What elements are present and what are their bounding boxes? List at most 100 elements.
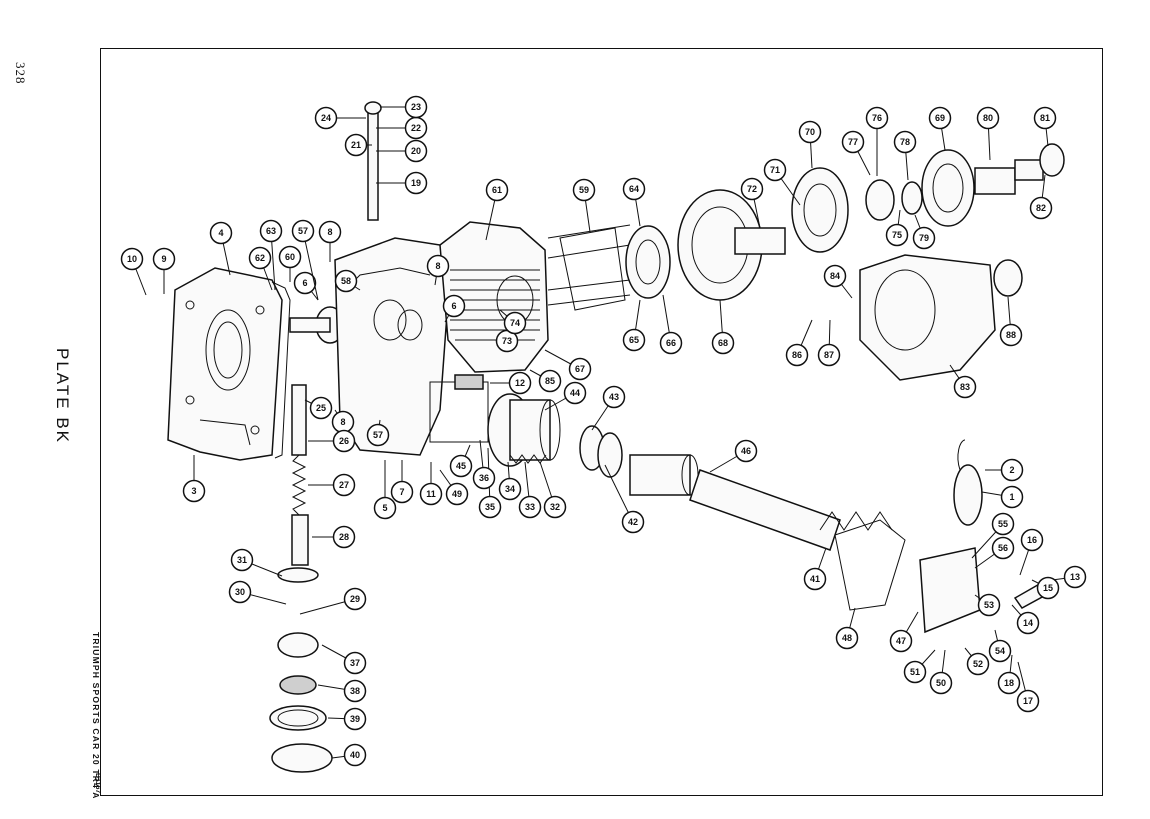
callout-circle (508, 371, 532, 395)
callout-number: 87 (824, 350, 834, 360)
callout-80: 80 (976, 106, 1000, 161)
callout-circle (518, 495, 542, 519)
callout-38: 38 (317, 679, 367, 703)
callout-circle (711, 331, 735, 355)
callout-number: 18 (1004, 678, 1014, 688)
callout-68: 68 (711, 299, 735, 355)
callout-number: 10 (127, 254, 137, 264)
callout-number: 59 (579, 185, 589, 195)
callout-37: 37 (321, 644, 367, 675)
callout-circle (318, 220, 342, 244)
callout-number: 80 (983, 113, 993, 123)
callout-30: 30 (228, 580, 287, 605)
callout-number: 49 (452, 489, 462, 499)
callout-circle (332, 525, 356, 549)
callout-number: 50 (936, 678, 946, 688)
callout-number: 8 (340, 417, 345, 427)
pump-body (291, 384, 307, 456)
callout-circle (1000, 485, 1024, 509)
callout-number: 71 (770, 165, 780, 175)
callout-circle (120, 247, 144, 271)
callout-circle (543, 495, 567, 519)
callout-number: 44 (570, 388, 580, 398)
callout-circle (419, 482, 443, 506)
callout-86: 86 (785, 319, 813, 367)
callout-52: 52 (964, 647, 990, 676)
callout-53: 53 (974, 593, 1001, 617)
callout-3: 3 (182, 455, 206, 503)
callout-55: 55 (971, 512, 1015, 559)
planet-carrier (865, 179, 895, 221)
callout-circle (659, 331, 683, 355)
callout-circle (734, 439, 758, 463)
callout-circle (366, 423, 390, 447)
callout-number: 81 (1040, 113, 1050, 123)
callout-12: 12 (490, 371, 532, 395)
callout-circle (1020, 528, 1044, 552)
callout-34: 34 (498, 461, 522, 501)
callout-number: 29 (350, 594, 360, 604)
callout-circle (785, 343, 809, 367)
filter-cap (271, 743, 333, 773)
callout-28: 28 (312, 525, 356, 549)
callout-24: 24 (314, 106, 366, 130)
callout-70: 70 (798, 120, 822, 169)
callout-circle (1000, 458, 1024, 482)
callout-13: 13 (1051, 565, 1087, 589)
callout-circle (740, 177, 764, 201)
callout-number: 86 (792, 350, 802, 360)
callout-number: 69 (935, 113, 945, 123)
callout-number: 85 (545, 376, 555, 386)
callout-number: 34 (505, 484, 515, 494)
callout-circle (445, 482, 469, 506)
callout-19: 19 (376, 171, 428, 195)
callout-42: 42 (604, 464, 645, 534)
callout-66: 66 (659, 294, 683, 355)
callout-circle (991, 536, 1015, 560)
callout-circle (912, 226, 936, 250)
diagram-frame (100, 48, 1103, 796)
callout-circle (885, 223, 909, 247)
front-cover-plate (167, 267, 283, 461)
callout-circle (404, 95, 428, 119)
annulus-gear (791, 167, 849, 253)
solenoid (953, 464, 983, 526)
callout-73: 73 (494, 329, 519, 353)
callout-number: 24 (321, 113, 331, 123)
callout-number: 56 (998, 543, 1008, 553)
callout-number: 61 (492, 185, 502, 195)
callout-number: 8 (327, 227, 332, 237)
callout-32: 32 (539, 461, 567, 519)
callout-number: 32 (550, 502, 560, 512)
callout-number: 25 (316, 403, 326, 413)
callout-number: 53 (984, 600, 994, 610)
callout-number: 11 (426, 489, 436, 499)
callout-circle (1029, 196, 1053, 220)
callout-circle (622, 177, 646, 201)
callout-15: 15 (1031, 576, 1060, 600)
callout-labels: 1234566788891011121314151617181920212223… (120, 95, 1087, 767)
callout-circle (278, 245, 302, 269)
callout-67: 67 (544, 349, 592, 381)
callout-number: 64 (629, 184, 639, 194)
callout-33: 33 (518, 461, 542, 519)
callout-2: 2 (985, 458, 1024, 482)
output-flange (1039, 143, 1065, 177)
pump-filter (277, 632, 319, 658)
callout-circle (293, 271, 317, 295)
callout-circle (332, 473, 356, 497)
callout-44: 44 (544, 381, 587, 411)
callout-number: 47 (896, 636, 906, 646)
callout-number: 23 (411, 102, 421, 112)
callout-48: 48 (835, 607, 859, 650)
callout-circle (997, 671, 1021, 695)
callout-43: 43 (591, 385, 626, 431)
callout-circle (314, 106, 338, 130)
thrust-ring (625, 225, 671, 299)
callout-number: 3 (191, 486, 196, 496)
callout-number: 76 (872, 113, 882, 123)
callout-number: 65 (629, 335, 639, 345)
callout-number: 58 (341, 276, 351, 286)
callout-circle (404, 139, 428, 163)
